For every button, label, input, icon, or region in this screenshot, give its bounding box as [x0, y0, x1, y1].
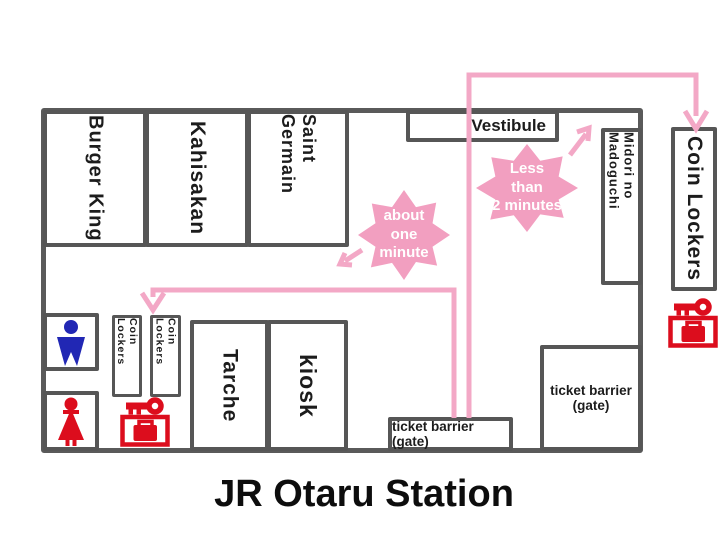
shop-burger-king-label: Burger King: [84, 115, 107, 242]
shop-tarche: Tarche: [190, 320, 269, 451]
ticket-barrier-bottom-label: ticket barrier (gate): [392, 419, 474, 449]
ticket-barrier-right: ticket barrier (gate): [540, 345, 642, 451]
midori-no-madoguchi-label: Midori no Madoguchi: [606, 132, 637, 210]
shop-saint-germain-label: Saint Germain: [278, 114, 319, 195]
time-blob-about-one-minute-label: about one minute: [379, 206, 429, 262]
coin-lockers-left-1: Coin Lockers: [112, 315, 142, 397]
restroom-women-box: [43, 391, 99, 451]
ticket-barrier-right-label: ticket barrier (gate): [550, 383, 632, 413]
coin-lockers-right-label: Coin Lockers: [683, 136, 706, 282]
page-title: JR Otaru Station: [214, 473, 514, 515]
shop-burger-king: Burger King: [43, 110, 147, 247]
shop-kahisakan-label: Kahisakan: [186, 121, 209, 236]
time-blob-about-one-minute: about one minute: [358, 190, 450, 280]
shop-kiosk-label: kiosk: [295, 353, 321, 418]
coin-lockers-left-2-label: Coin Lockers: [153, 318, 178, 366]
coin-lockers-left-1-label: Coin Lockers: [115, 318, 139, 366]
shop-tarche-label: Tarche: [218, 348, 242, 423]
coin-lockers-left-2: Coin Lockers: [150, 315, 181, 397]
vestibule-label: Vestibule: [471, 116, 546, 135]
key-and-suitcase-icon-right: [671, 301, 716, 346]
coin-lockers-right: Coin Lockers: [671, 127, 717, 291]
time-blob-less-than-2-minutes-label: Less than 2 minutes: [491, 159, 563, 215]
restroom-men-box: [43, 313, 99, 371]
ticket-barrier-bottom: ticket barrier (gate): [388, 417, 513, 451]
shop-kahisakan: Kahisakan: [145, 110, 249, 247]
vestibule: Vestibule: [406, 110, 559, 142]
midori-no-madoguchi: Midori no Madoguchi: [601, 128, 642, 285]
shop-saint-germain: Saint Germain: [247, 110, 349, 247]
shop-kiosk: kiosk: [267, 320, 348, 451]
